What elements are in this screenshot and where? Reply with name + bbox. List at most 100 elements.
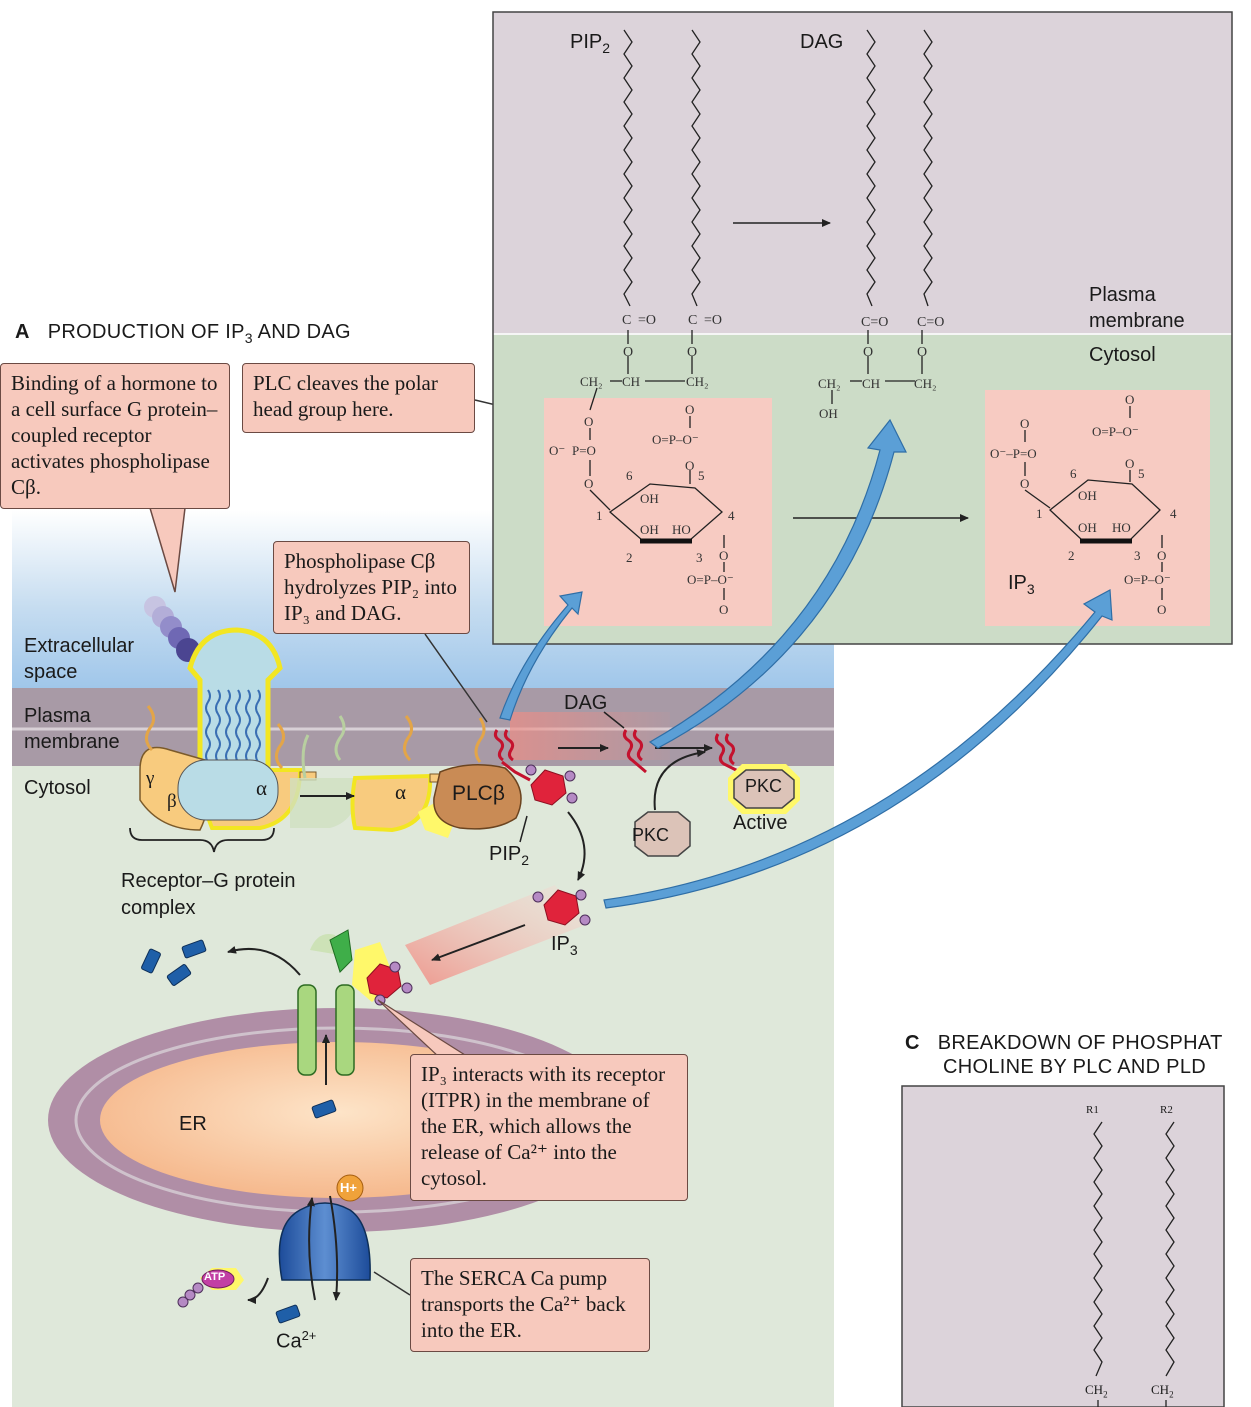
itpr-channel (297, 929, 413, 1076)
calcium-ions (141, 939, 337, 1324)
svg-text:OH: OH (819, 406, 838, 421)
svg-text:=O: =O (704, 313, 722, 328)
plasma-membrane-label: Plasma membrane (24, 705, 120, 753)
h-plus-label: H+ (340, 1180, 357, 1195)
plc-hydrolyze-callout: Phospholipase Cβ hydrolyzes PIP₂ into IP… (273, 541, 470, 634)
serca-callout: The SERCA Ca pump transports the Ca²⁺ ba… (410, 1258, 650, 1352)
ip3-label: IP3 (551, 933, 578, 958)
extracellular-space-label: Extracellular space (24, 635, 135, 683)
svg-text:O⁻–P=O: O⁻–P=O (990, 446, 1037, 461)
hormone-ligand (144, 596, 200, 662)
hormone-binding-callout: Binding of a hormone to a cell surface G… (0, 363, 230, 509)
pip2-dag-inset: C=O C=O C=O C=O O O O O CH₂ CH CH₂ CH₂ C… (492, 11, 1233, 645)
svg-text:O: O (687, 345, 697, 360)
svg-text:O⁻: O⁻ (549, 443, 565, 458)
itpr-callout: IP₃ interacts with its receptor (ITPR) i… (410, 1054, 688, 1201)
alpha-subunit-active-label: α (395, 780, 407, 804)
svg-text:1: 1 (1036, 506, 1043, 521)
ca-label: Ca2+ (276, 1328, 317, 1353)
ip3-head-on-pip2 (525, 764, 578, 806)
pkc-label: PKC (632, 825, 670, 845)
svg-text:O=P–O⁻: O=P–O⁻ (1124, 572, 1171, 587)
svg-text:5: 5 (1138, 466, 1145, 481)
svg-text:O: O (1125, 392, 1134, 407)
svg-text:O: O (1125, 456, 1134, 471)
svg-text:O: O (685, 402, 694, 417)
svg-text:2: 2 (1068, 548, 1075, 563)
svg-text:OH: OH (640, 522, 659, 537)
inset-pip2-label: PIP2 (570, 31, 611, 56)
svg-text:C: C (688, 313, 697, 328)
svg-text:2: 2 (626, 550, 633, 565)
inset-plasma-membrane-label: Plasma membrane (1089, 284, 1185, 332)
svg-text:O: O (1157, 548, 1166, 563)
er-label: ER (179, 1113, 207, 1135)
svg-text:6: 6 (626, 468, 633, 483)
svg-text:6: 6 (1070, 466, 1077, 481)
atp-label: ATP (204, 1271, 226, 1283)
dag-in-membrane (622, 729, 741, 774)
svg-text:4: 4 (1170, 506, 1177, 521)
ip3-free-molecule (532, 889, 591, 926)
svg-text:4: 4 (728, 508, 735, 523)
plc-beta-enzyme (418, 717, 522, 838)
svg-text:O: O (584, 414, 593, 429)
svg-text:O: O (863, 345, 873, 360)
svg-text:OH: OH (1078, 520, 1097, 535)
plc-cleave-callout: PLC cleaves the polar head group here. (242, 363, 475, 433)
gamma-subunit-label: γ (146, 768, 155, 789)
svg-text:C=O: C=O (861, 315, 888, 330)
complex-brace (129, 827, 275, 853)
svg-text:O: O (685, 458, 694, 473)
blue-transition-arrows (499, 418, 1113, 909)
panel-c-box (901, 1085, 1225, 1407)
svg-text:CH₂: CH₂ (914, 376, 937, 391)
pkc-active-label: PKC (745, 776, 783, 796)
cytosol-label: Cytosol (24, 777, 91, 799)
svg-text:O=P–O⁻: O=P–O⁻ (687, 572, 734, 587)
pip2-label: PIP2 (489, 843, 530, 868)
beta-subunit-label: β (167, 791, 177, 812)
svg-text:=O: =O (638, 313, 656, 328)
svg-text:O: O (584, 476, 593, 491)
pkc-inactive (634, 811, 691, 857)
panel-c-r1-label: R1 (1086, 1104, 1099, 1116)
inset-ip3-label: IP3 (1008, 572, 1035, 597)
panel-c-ch2-left: CH2 (1085, 1382, 1108, 1400)
svg-text:CH: CH (862, 376, 880, 391)
active-label: Active (733, 812, 788, 834)
pkc-active (733, 769, 795, 809)
svg-text:C: C (622, 313, 631, 328)
svg-text:O: O (917, 345, 927, 360)
svg-text:OH: OH (640, 491, 659, 506)
receptor-g-protein-complex (139, 596, 360, 831)
svg-text:P=O: P=O (572, 443, 596, 458)
alpha-subunit-label: α (256, 776, 268, 800)
svg-text:HO: HO (1112, 520, 1131, 535)
svg-text:3: 3 (1134, 548, 1141, 563)
svg-text:O: O (623, 345, 633, 360)
inset-dag-label: DAG (800, 31, 844, 53)
pip2-molecule (493, 729, 531, 782)
svg-text:O: O (1020, 476, 1029, 491)
svg-text:O=P–O⁻: O=P–O⁻ (652, 432, 699, 447)
ip3-travel-beam (405, 885, 585, 985)
svg-text:O=P–O⁻: O=P–O⁻ (1092, 424, 1139, 439)
plcb-label: PLCβ (452, 782, 505, 805)
svg-text:3: 3 (696, 550, 703, 565)
svg-text:CH: CH (622, 374, 640, 389)
svg-text:CH₂: CH₂ (818, 376, 841, 391)
svg-text:O: O (719, 548, 728, 563)
svg-text:O: O (1020, 416, 1029, 431)
svg-text:O: O (1157, 602, 1166, 617)
svg-text:C=O: C=O (917, 315, 944, 330)
panel-c-r2-label: R2 (1160, 1104, 1173, 1116)
atp-molecule (177, 1268, 244, 1308)
svg-text:5: 5 (698, 468, 705, 483)
panel-c-ch2-right: CH2 (1151, 1382, 1174, 1400)
dag-label: DAG (564, 692, 608, 714)
receptor-g-complex-label: Receptor–G protein complex (121, 870, 296, 919)
serca-pump (247, 1174, 371, 1304)
